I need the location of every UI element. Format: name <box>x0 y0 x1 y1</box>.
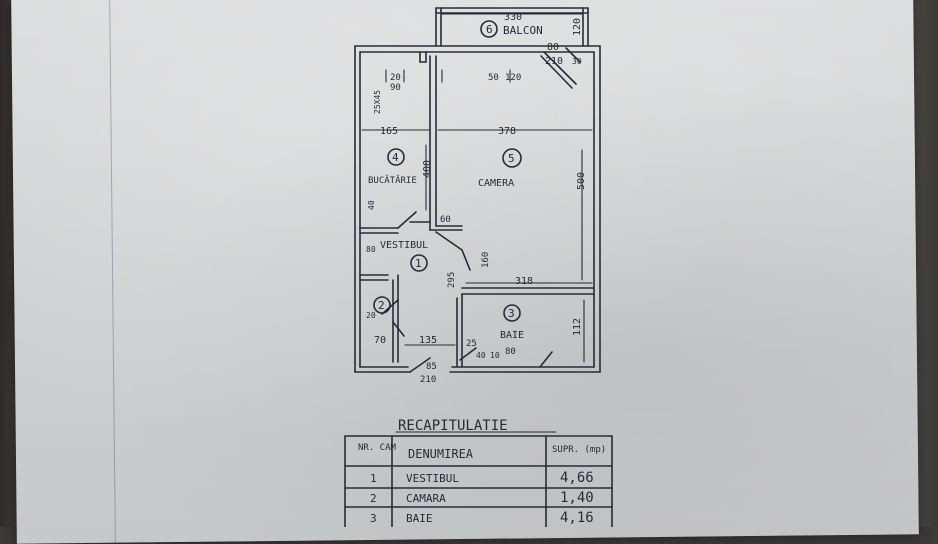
row-3-area: 4,16 <box>560 510 594 526</box>
dim-165: 165 <box>380 126 398 137</box>
dim-135: 135 <box>419 335 437 346</box>
dim-80-bath: 80 <box>505 347 516 357</box>
dim-60: 60 <box>440 215 451 225</box>
dim-80-vestibul: 80 <box>366 245 376 254</box>
dim-120-window: 120 <box>505 73 521 83</box>
room-labels: 6 BALCON 4 BUCĂTĂRIE 5 CAMERA 1 VESTIBUL… <box>368 23 543 341</box>
row-1-nr: 1 <box>370 472 377 485</box>
dim-85: 85 <box>426 362 437 372</box>
dim-40-kitchen: 40 <box>367 200 376 210</box>
row-3-name: BAIE <box>406 512 433 525</box>
row-3-nr: 3 <box>370 512 377 525</box>
dim-25x45: 25X45 <box>373 90 382 114</box>
room-num-6: 6 <box>486 23 493 36</box>
summary-table-grid <box>344 435 613 527</box>
dim-330: 330 <box>504 12 522 23</box>
room-num-3: 3 <box>508 307 515 320</box>
dim-210-balcony: 210 <box>545 56 563 67</box>
dim-30: 30 <box>572 57 582 66</box>
floor-plan-drawing: 6 BALCON 4 BUCĂTĂRIE 5 CAMERA 1 VESTIBUL… <box>344 7 613 527</box>
room-name-vestibul: VESTIBUL <box>380 240 428 251</box>
outer-walls <box>354 45 601 373</box>
dimension-lines <box>361 13 593 363</box>
table-title: RECAPITULATIE <box>398 418 508 434</box>
room-circle-2 <box>373 296 391 314</box>
dim-210-entry: 210 <box>420 375 436 385</box>
row-1-area: 4,66 <box>560 470 594 486</box>
dim-80-balcony: 80 <box>547 42 559 53</box>
row-2-name: CAMARA <box>406 492 446 505</box>
dim-400: 400 <box>422 160 433 178</box>
dim-90-left: 90 <box>390 83 401 93</box>
dim-378: 378 <box>498 126 516 137</box>
room-name-camera: CAMERA <box>478 178 514 189</box>
dim-112: 112 <box>572 318 583 336</box>
room-circle-1 <box>410 254 428 272</box>
room-num-5: 5 <box>508 152 515 165</box>
summary-table: RECAPITULATIE NR. CAM DENUMIREA SUPR. (m… <box>358 418 606 526</box>
dim-318: 318 <box>515 276 533 287</box>
dim-20-camara: 20 <box>366 311 376 320</box>
dimension-labels: 330 120 80 210 30 20 90 50 120 25X45 165… <box>366 12 587 385</box>
balcony-walls <box>435 7 589 89</box>
room-name-bucatarie: BUCĂTĂRIE <box>368 174 417 186</box>
dim-295: 295 <box>447 272 457 288</box>
dim-10: 10 <box>490 351 500 360</box>
dim-40-bath: 40 <box>476 351 486 360</box>
room-circle-4 <box>387 148 405 166</box>
room-name-baie: BAIE <box>500 330 524 341</box>
dim-20-left: 20 <box>390 73 401 83</box>
dim-70: 70 <box>374 335 386 346</box>
dim-120: 120 <box>572 18 583 36</box>
header-suprafata: SUPR. (mp) <box>552 445 606 455</box>
header-denumirea: DENUMIREA <box>408 447 474 461</box>
dim-25: 25 <box>466 339 477 349</box>
dim-500: 500 <box>576 172 587 190</box>
header-nr-cam: NR. CAM <box>358 443 397 453</box>
dim-50: 50 <box>488 73 499 83</box>
room-name-balcon: BALCON <box>503 24 543 37</box>
room-num-1: 1 <box>415 257 422 270</box>
room-num-4: 4 <box>392 151 399 164</box>
row-1-name: VESTIBUL <box>406 472 459 485</box>
room-circle-5 <box>502 148 522 168</box>
row-2-nr: 2 <box>370 492 377 505</box>
door-swings <box>381 47 581 373</box>
dim-160: 160 <box>481 252 491 268</box>
room-circle-3 <box>503 304 521 322</box>
room-circle-6 <box>480 20 498 38</box>
room-num-2: 2 <box>378 299 385 312</box>
interior-walls <box>359 51 595 368</box>
row-2-area: 1,40 <box>560 490 594 506</box>
